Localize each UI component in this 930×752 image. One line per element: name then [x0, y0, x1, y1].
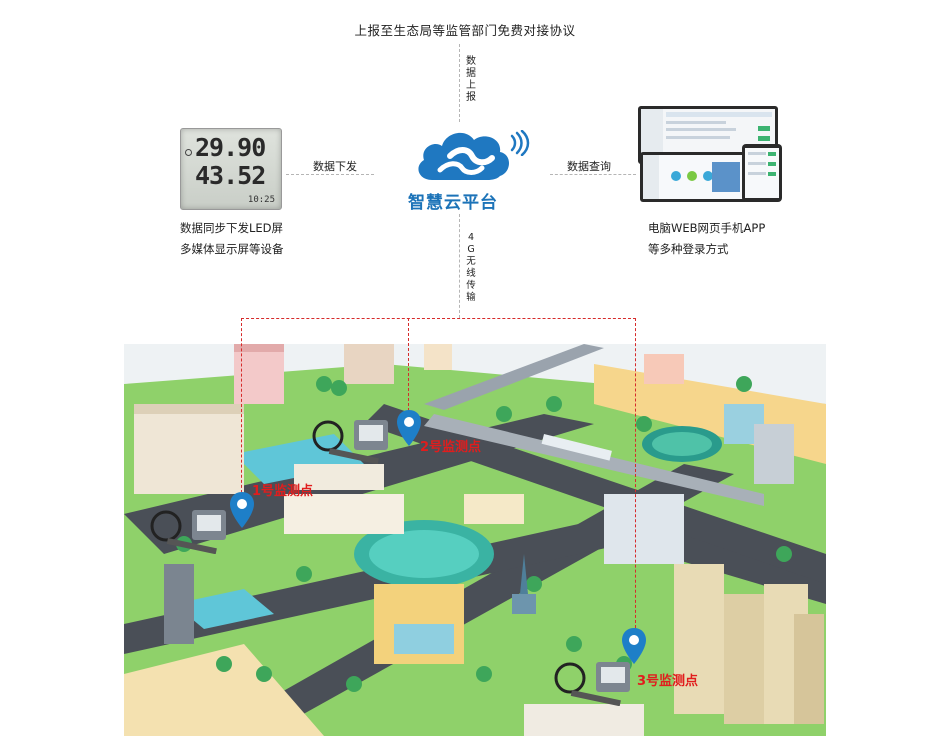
sensor-device-icon [312, 420, 388, 464]
right-link-label: 数据查询 [565, 158, 613, 174]
route-to-point-1 [241, 318, 242, 498]
lcd-line-2: 43.52 [195, 161, 266, 190]
up-link-line [459, 44, 460, 122]
up-link-label: 数据上报 [466, 56, 476, 103]
web-app-screens [638, 106, 782, 202]
left-caption-line-1: 数据同步下发LED屏 [180, 221, 284, 235]
monitoring-point-3-label: 3号监测点 [637, 674, 699, 689]
platform-name: 智慧云平台 [408, 193, 498, 213]
route-horizontal [241, 318, 636, 319]
left-link-line [286, 174, 374, 175]
location-pin-icon [230, 492, 254, 528]
left-caption-line-2: 多媒体显示屏等设备 [180, 242, 284, 256]
left-caption: 数据同步下发LED屏 多媒体显示屏等设备 [180, 218, 284, 260]
city-illustration [124, 344, 826, 736]
route-to-point-2 [408, 318, 409, 416]
sensor-device-icon [554, 662, 630, 706]
right-link-line [550, 174, 636, 175]
right-caption-line-1: 电脑WEB网页手机APP [648, 221, 766, 235]
location-pin-icon [622, 628, 646, 664]
monitoring-point-2-label: 2号监测点 [420, 440, 482, 455]
left-link-label: 数据下发 [311, 158, 359, 174]
lcd-display-device: 29.90 43.52 10:25 [180, 128, 282, 210]
wifi-signal-icon [510, 130, 530, 156]
top-note: 上报至生态局等监管部门免费对接协议 [354, 23, 576, 38]
right-caption: 电脑WEB网页手机APP 等多种登录方式 [648, 218, 765, 260]
monitoring-point-1-label: 1号监测点 [252, 484, 314, 499]
right-caption-line-2: 等多种登录方式 [648, 242, 729, 256]
lcd-line-1: 29.90 [195, 133, 266, 162]
location-pin-icon [397, 410, 421, 446]
sensor-device-icon [150, 510, 226, 554]
down-link-line [459, 214, 460, 318]
lcd-time: 10:25 [247, 195, 275, 205]
degree-icon [185, 149, 192, 156]
cloud-icon [418, 132, 509, 180]
route-to-point-3 [635, 318, 636, 628]
